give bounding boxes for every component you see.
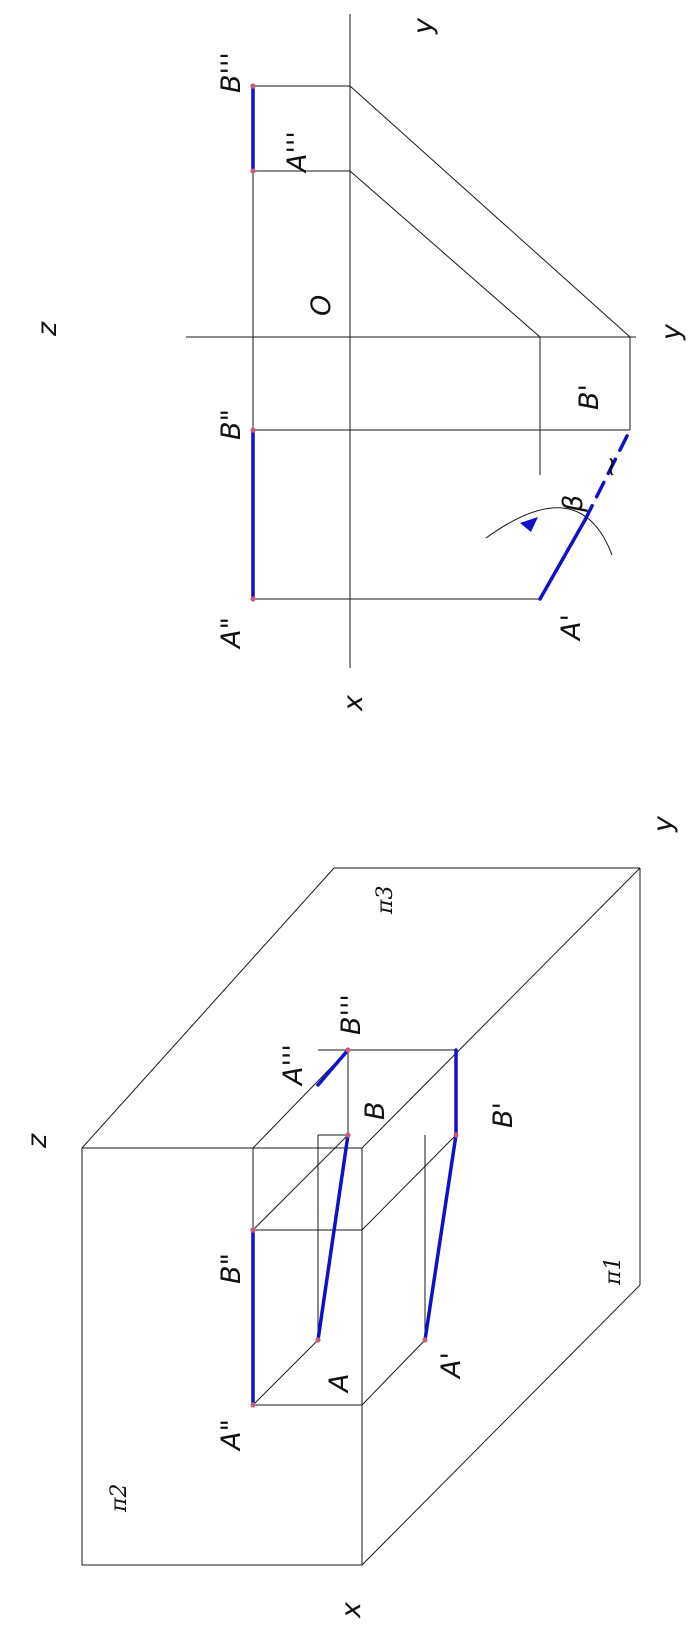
label-b3-3d: B''' bbox=[336, 994, 367, 1035]
segment-a3-b3-3d bbox=[316, 1048, 350, 1087]
label-x-3d: x bbox=[336, 1601, 367, 1619]
label-y-bottom-axis: y bbox=[656, 323, 687, 341]
label-x-top: x bbox=[338, 694, 369, 712]
segment-a1-b1 bbox=[538, 518, 587, 601]
label-b2-3d: B" bbox=[216, 1253, 247, 1284]
segment-a1-b1-dashed bbox=[583, 428, 632, 522]
label-y-top: y bbox=[408, 17, 439, 35]
point-b2 bbox=[250, 427, 256, 433]
label-z-3d: z bbox=[22, 1133, 53, 1149]
point-b3 bbox=[250, 83, 256, 89]
inner-line-8 bbox=[252, 1134, 349, 1231]
label-origin: O bbox=[306, 295, 337, 316]
label-a3: A''' bbox=[282, 131, 313, 174]
label-z-top: z bbox=[32, 321, 63, 337]
segment-a1-b1-3d bbox=[423, 1133, 458, 1342]
point-b2-3d bbox=[250, 1227, 256, 1233]
label-a2-3d: A" bbox=[216, 1419, 247, 1452]
point-b1-3d bbox=[453, 1132, 459, 1138]
label-b-3d: B bbox=[360, 1101, 391, 1120]
plane-pi2-frame bbox=[81, 1147, 363, 1566]
inner-line-9 bbox=[361, 1134, 457, 1231]
beta-angle-arc bbox=[485, 507, 613, 556]
a-diagonal-link bbox=[349, 170, 541, 338]
label-a2: A" bbox=[216, 617, 247, 650]
point-a3 bbox=[250, 168, 256, 174]
label-a1-3d: A' bbox=[436, 1352, 467, 1380]
label-tilde: ~ bbox=[596, 455, 627, 478]
segment-ab-3d bbox=[316, 1133, 350, 1342]
box-edge-lower bbox=[361, 1284, 641, 1566]
b-diagonal-link bbox=[349, 85, 631, 338]
label-a-3d: A bbox=[324, 1374, 355, 1394]
label-y-3d: y bbox=[648, 815, 679, 833]
point-a2-3d bbox=[250, 1402, 256, 1408]
label-b3: B''' bbox=[216, 52, 247, 93]
box-edge-top bbox=[81, 867, 335, 1149]
label-pi3: π3 bbox=[373, 886, 398, 915]
inner-line-7 bbox=[361, 1339, 426, 1406]
point-a1-3d bbox=[422, 1337, 428, 1343]
box-edge-bottom-diag bbox=[361, 867, 641, 1149]
point-a2 bbox=[250, 596, 256, 602]
label-b2: B" bbox=[216, 409, 247, 440]
point-b3-3d bbox=[345, 1047, 351, 1053]
label-a1: A' bbox=[556, 614, 587, 642]
label-b1: B' bbox=[574, 384, 605, 410]
label-beta: β bbox=[558, 495, 589, 513]
axonometric-diagram: z y x π2 π1 π3 A" B" A''' B''' A B A' B' bbox=[22, 815, 679, 1619]
label-pi1: π1 bbox=[601, 1257, 626, 1286]
label-a3-3d: A''' bbox=[278, 1044, 309, 1087]
label-b1-3d: B' bbox=[488, 1102, 519, 1128]
label-pi2: π2 bbox=[107, 1484, 132, 1513]
point-a-3d bbox=[315, 1337, 321, 1343]
point-b-3d bbox=[345, 1132, 351, 1138]
arc-arrow-icon bbox=[520, 517, 538, 532]
epure-diagram: y z y x O B''' A''' B" A" B' β ~ A' bbox=[32, 14, 687, 712]
inner-line-6 bbox=[252, 1339, 319, 1406]
